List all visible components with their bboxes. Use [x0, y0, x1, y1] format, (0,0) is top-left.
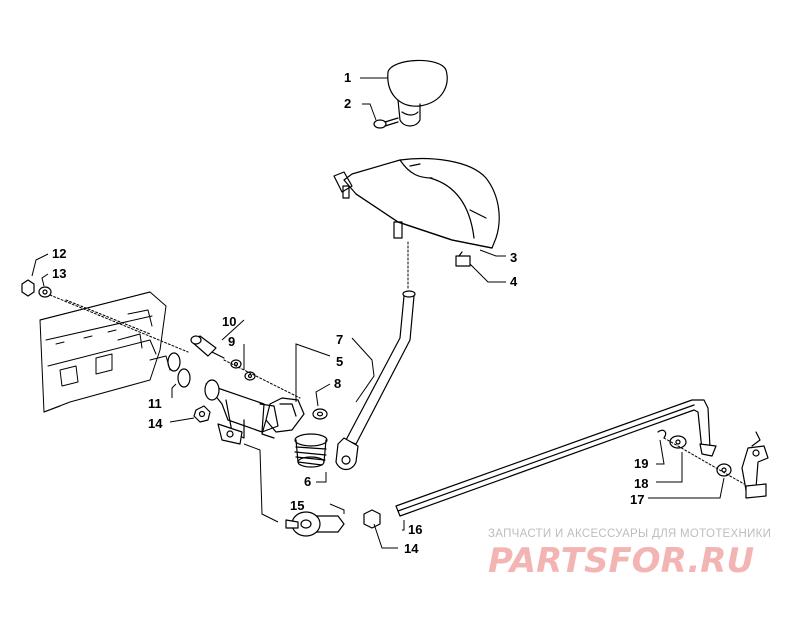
callout-2: 2: [344, 96, 351, 111]
callout-16: 16: [408, 522, 422, 537]
screw-part: [373, 117, 399, 129]
watermark-subtitle: ЗАПЧАСТИ И АКСЕССУАРЫ ДЛЯ МОТОТЕХНИКИ: [488, 528, 772, 540]
shift-arm-part: [716, 431, 769, 499]
callout-18: 18: [634, 476, 648, 491]
shift-shaft-part: [204, 379, 279, 445]
pin-part: [190, 335, 225, 359]
callout-6: 6: [304, 474, 311, 489]
callout-12: 12: [52, 246, 66, 261]
nut-left-part: [193, 405, 211, 423]
o-ring-part: [167, 352, 191, 388]
washer-right-part: [669, 435, 687, 449]
callout-5: 5: [336, 354, 343, 369]
frame-section: [39, 291, 171, 413]
fastener-part: [455, 251, 471, 267]
callout-14-left: 14: [148, 416, 163, 431]
callout-14-right: 14: [404, 541, 419, 556]
callout-15: 15: [290, 498, 304, 513]
callout-19: 19: [634, 456, 648, 471]
callout-17: 17: [630, 492, 644, 507]
callout-11: 11: [148, 396, 162, 411]
callout-1: 1: [344, 70, 351, 85]
shift-lever-part: [335, 290, 416, 471]
frame-bolt-part: [21, 279, 52, 298]
shift-rod-part: [395, 399, 717, 517]
watermark-logo: PARTSFOR.RU: [488, 541, 755, 581]
callout-7: 7: [336, 332, 343, 347]
callout-13: 13: [52, 266, 66, 281]
spring-part: [294, 433, 328, 468]
washer-part: [312, 408, 328, 420]
clip-part: [657, 429, 667, 439]
callout-3: 3: [510, 250, 517, 265]
callout-10: 10: [222, 314, 236, 329]
callout-9: 9: [228, 334, 235, 349]
callout-4: 4: [510, 274, 518, 289]
callout-8: 8: [334, 376, 341, 391]
bracket-part: [261, 397, 305, 439]
nut-right-part: [363, 509, 381, 529]
shift-knob-part: [387, 59, 448, 127]
console-cover-part: [333, 158, 500, 249]
rod-end-part: [285, 511, 345, 537]
